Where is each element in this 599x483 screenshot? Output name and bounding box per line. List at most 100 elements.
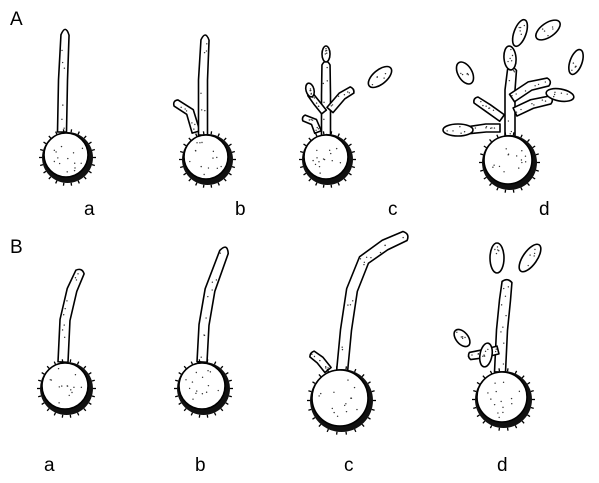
- stipple-dot: [327, 367, 328, 368]
- spore-spine: [191, 413, 192, 416]
- stipple-dot: [502, 407, 503, 408]
- panel-label-b-a: a: [44, 456, 55, 475]
- stipple-dot: [366, 257, 367, 258]
- spore-spine: [84, 366, 86, 368]
- spore-cell: [304, 135, 348, 179]
- stipple-dot: [316, 102, 317, 103]
- stipple-dot: [73, 152, 74, 153]
- stipple-dot: [496, 349, 497, 350]
- stipple-dot: [542, 28, 543, 29]
- stipple-dot: [545, 81, 546, 82]
- spore-spine: [184, 409, 186, 411]
- spore-spine: [229, 173, 232, 175]
- stipple-dot: [314, 356, 315, 357]
- conidium-a-c-3: [304, 82, 315, 98]
- stipple-dot: [466, 73, 467, 74]
- spore-spine: [527, 415, 530, 417]
- stipple-dot: [503, 171, 504, 172]
- stipple-dot: [315, 164, 316, 165]
- hypha-a-b: [199, 35, 210, 135]
- hypha-b-c: [337, 231, 408, 372]
- conidium-b-d-3: [478, 342, 494, 368]
- spore-cell: [312, 370, 368, 426]
- stipple-dot: [525, 90, 526, 91]
- spore-spine: [515, 425, 516, 428]
- stipple-dot: [505, 315, 506, 316]
- spore-spine: [308, 391, 311, 392]
- stipple-dot: [63, 128, 64, 129]
- stipple-dot: [54, 150, 55, 151]
- spore-spine: [218, 183, 219, 186]
- hypha-outline: [58, 269, 84, 362]
- spore-spine: [221, 366, 223, 368]
- spore-spine: [319, 374, 321, 376]
- conidium-outline: [566, 48, 586, 77]
- conidium-a-d-4: [453, 59, 477, 87]
- stipple-dot: [525, 156, 526, 157]
- stipple-dot: [204, 110, 205, 111]
- stipple-dot: [55, 151, 56, 152]
- spore-spine: [229, 380, 232, 381]
- spore-spine: [179, 403, 182, 405]
- stipple-dot: [207, 370, 208, 371]
- stipple-dot: [218, 390, 219, 391]
- spore-spine: [312, 418, 315, 420]
- spore-spine: [184, 173, 187, 175]
- spore-spine: [522, 376, 524, 378]
- spore-spine: [338, 183, 339, 186]
- stipple-dot: [184, 108, 185, 109]
- conidium-outline: [478, 342, 494, 368]
- spore-spine: [92, 396, 95, 397]
- stipple-dot: [493, 110, 494, 111]
- stipple-dot: [554, 94, 555, 95]
- stipple-dot: [59, 163, 60, 164]
- stipple-dot: [202, 377, 203, 378]
- stipple-dot: [70, 389, 71, 390]
- spore-spine: [89, 373, 92, 375]
- spore-spine: [349, 144, 352, 146]
- stipple-dot: [531, 103, 532, 104]
- row-label-a: A: [10, 10, 23, 29]
- conidium-a-c-2: [365, 63, 395, 92]
- stipple-dot: [75, 374, 76, 375]
- spore-spine: [84, 177, 86, 179]
- stipple-dot: [518, 167, 519, 168]
- stipple-dot: [74, 167, 75, 168]
- spore-spine: [78, 132, 79, 135]
- stipple-dot: [538, 84, 539, 85]
- stipple-dot: [310, 90, 311, 91]
- stipple-dot: [58, 368, 59, 369]
- spore-cell: [477, 372, 527, 422]
- spore-spine: [84, 409, 86, 411]
- stipple-dot: [495, 351, 496, 352]
- stipple-dot: [521, 162, 522, 163]
- spore-spine: [490, 183, 492, 185]
- spore-a-d: [479, 132, 540, 192]
- spore-spine: [368, 418, 371, 420]
- panel-label-b-b: b: [195, 456, 206, 475]
- spore-spine: [89, 142, 92, 144]
- stipple-dot: [461, 336, 462, 337]
- stipple-dot: [478, 353, 479, 354]
- spore-spine: [196, 134, 197, 137]
- stipple-dot: [217, 168, 218, 169]
- spore-spine: [40, 165, 43, 166]
- conidium-outline: [515, 241, 545, 275]
- stipple-dot: [332, 160, 333, 161]
- stipple-dot: [201, 357, 202, 358]
- stipple-dot: [503, 342, 504, 343]
- stipple-dot: [323, 119, 324, 120]
- spore-spine: [54, 362, 55, 365]
- stipple-dot: [309, 119, 310, 120]
- stipple-dot: [508, 286, 509, 287]
- stipple-dot: [519, 30, 520, 31]
- stipple-dot: [206, 392, 207, 393]
- spore-spine: [533, 146, 536, 148]
- stipple-dot: [350, 304, 351, 305]
- stipple-dot: [69, 395, 70, 396]
- spore-spine: [483, 376, 485, 378]
- panel-label-b-c: c: [344, 456, 354, 475]
- spore-spine: [497, 135, 498, 138]
- hypha-outline: [174, 100, 200, 133]
- spore-spine: [490, 425, 491, 428]
